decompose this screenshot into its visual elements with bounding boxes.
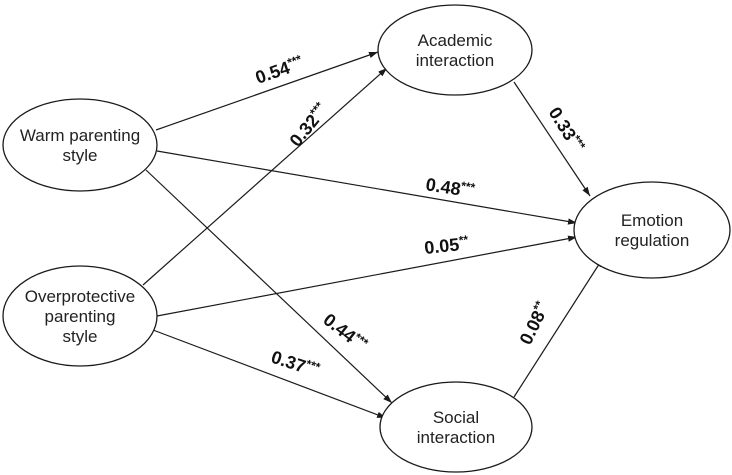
node-ellipse	[573, 181, 731, 279]
path-arrow-warm-emotion	[156, 150, 578, 225]
significance-stars: ***	[286, 52, 304, 70]
path-coefficient-social-emotion: 0.08**	[515, 298, 553, 347]
path-coefficient-warm-social: 0.44***	[320, 309, 372, 356]
node-label-line: Overprotective	[25, 287, 136, 306]
node-label-line: interaction	[416, 51, 494, 70]
significance-stars: **	[458, 232, 469, 247]
path-arrow-overprotective-emotion	[156, 235, 578, 317]
path-arrow-social-emotion	[513, 257, 604, 398]
path-coefficient-warm-emotion: 0.48***	[424, 173, 476, 201]
path-coefficient-overprotective-emotion: 0.05**	[423, 232, 470, 258]
coefficient-value: 0.48	[424, 174, 462, 199]
node-ellipse	[2, 265, 158, 367]
path-coefficient-academic-emotion: 0.33***	[545, 103, 589, 156]
significance-stars: ***	[460, 179, 476, 195]
path-arrow-academic-emotion	[513, 81, 591, 197]
path-coefficient-overprotective-academic: 0.32***	[285, 99, 332, 151]
node-ellipse	[379, 381, 533, 473]
node-label-line: Warm parenting	[20, 126, 140, 145]
coefficient-value: 0.05	[423, 234, 460, 258]
node-label-line: regulation	[615, 231, 690, 250]
node-label-line: Academic	[418, 31, 493, 50]
node-label-line: parenting	[45, 307, 116, 326]
edges-layer	[142, 51, 604, 419]
node-label-line: Social	[433, 408, 479, 427]
path-arrow-overprotective-academic	[142, 67, 388, 286]
node-label-line: interaction	[417, 428, 495, 447]
node-ellipse	[2, 98, 158, 192]
coefficient-value: 0.08	[516, 307, 549, 347]
node-ellipse	[377, 4, 533, 96]
path-coefficient-warm-academic: 0.54***	[252, 52, 306, 88]
node-label-line: style	[63, 146, 98, 165]
node-label-line: Emotion	[621, 211, 683, 230]
path-arrow-warm-social	[145, 169, 393, 404]
path-coefficient-overprotective-social: 0.37***	[269, 346, 322, 381]
significance-stars: ***	[569, 133, 588, 153]
node-label-line: style	[63, 327, 98, 346]
path-arrow-overprotective-social	[152, 329, 387, 419]
path-arrow-warm-academic	[155, 51, 379, 131]
significance-stars: ***	[304, 357, 322, 375]
coefficient-value: 0.37	[269, 347, 309, 377]
